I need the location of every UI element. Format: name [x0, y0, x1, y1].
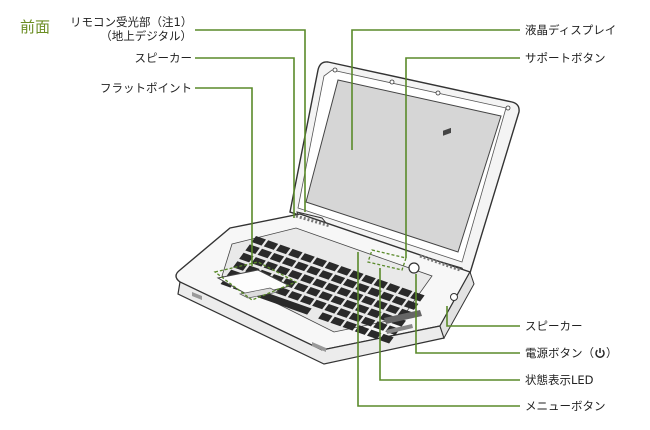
keyboard-keys — [220, 236, 425, 344]
label-power-close: ） — [606, 346, 618, 360]
keyboard-key — [263, 261, 279, 271]
keyboard-key — [361, 274, 376, 285]
keyboard-key — [330, 316, 345, 327]
keyboard-key — [385, 304, 401, 314]
label-remote-line2: （地上デジタル） — [100, 29, 192, 43]
keyboard-key — [300, 274, 315, 284]
keyboard-key — [336, 308, 352, 318]
keyboard-key — [299, 295, 315, 305]
keyboard-key — [287, 270, 303, 280]
keyboard-key — [349, 270, 364, 280]
label-support-button: サポートボタン — [525, 51, 606, 65]
keyboard-key — [318, 312, 333, 322]
keyboard-key — [367, 287, 382, 297]
keyboard-key — [257, 248, 273, 259]
keyboard-key — [324, 282, 340, 293]
keyboard-key — [324, 304, 339, 314]
label-remote-line1: リモコン受光部（注1） — [70, 15, 193, 29]
touchpad-highlight — [213, 261, 298, 301]
keyboard-key — [324, 261, 340, 272]
keyboard-key — [336, 266, 352, 276]
keyboard-key — [397, 287, 413, 298]
label-flat-point: フラットポイント — [100, 81, 192, 95]
keyboard-key — [306, 265, 321, 276]
keyboard-key — [342, 321, 358, 331]
keyboard-key — [263, 240, 279, 250]
keyboard-key — [385, 283, 401, 293]
keyboard-key — [287, 291, 303, 301]
label-menu-button: メニューボタン — [525, 399, 606, 413]
keyboard-key — [269, 253, 285, 263]
keyboard-key — [330, 274, 346, 285]
keyboard-key — [275, 244, 291, 255]
label-lcd: 液晶ディスプレイ — [525, 23, 617, 37]
label-speaker-right: スピーカー — [525, 319, 583, 333]
keyboard-key — [239, 252, 254, 263]
keyboard-key — [366, 329, 382, 340]
keyboard-key — [257, 290, 312, 315]
status-led-highlight — [367, 249, 407, 271]
keyboard-key — [312, 299, 327, 310]
keyboard-key — [312, 278, 327, 289]
keyboard-key — [293, 282, 309, 293]
keyboard-key — [251, 236, 267, 246]
power-button-shape — [408, 262, 420, 274]
keyboard-key — [300, 253, 315, 263]
keyboard-key — [360, 316, 376, 327]
keyboard-key — [330, 295, 346, 306]
keyboard-key — [306, 287, 321, 297]
keyboard-key — [367, 308, 382, 319]
keyboard-key — [342, 299, 358, 310]
keyboard-key — [336, 287, 352, 297]
base-right-side — [439, 270, 475, 340]
keyboard-key — [281, 257, 297, 267]
label-status-led: 状態表示LED — [525, 373, 594, 387]
leader-lines — [195, 29, 520, 407]
label-speaker-left: スピーカー — [134, 51, 193, 65]
keyboard-key — [275, 265, 291, 276]
lcd-screen — [305, 79, 502, 253]
label-power-text: 電源ボタン（ — [525, 346, 594, 360]
keyboard-key — [294, 261, 309, 272]
keyboard-key — [361, 295, 376, 306]
keyboard-key — [391, 296, 407, 306]
keyboard-key — [379, 333, 394, 344]
power-icon — [594, 347, 606, 362]
keyboard-key — [251, 257, 266, 267]
keyboard-key — [348, 291, 364, 302]
keyboard-key — [318, 270, 334, 280]
section-title: 前面 — [20, 18, 51, 36]
keyboard-key — [318, 291, 333, 301]
label-power-button: 電源ボタン（ ） — [525, 346, 618, 362]
keyboard-key — [379, 291, 395, 302]
keyboard-key — [342, 278, 358, 289]
keyboard-key — [288, 248, 303, 259]
keyboard-key — [312, 257, 328, 268]
keyboard-key — [348, 312, 364, 323]
keyboard-key — [403, 300, 419, 310]
keyboard-key — [410, 291, 425, 302]
